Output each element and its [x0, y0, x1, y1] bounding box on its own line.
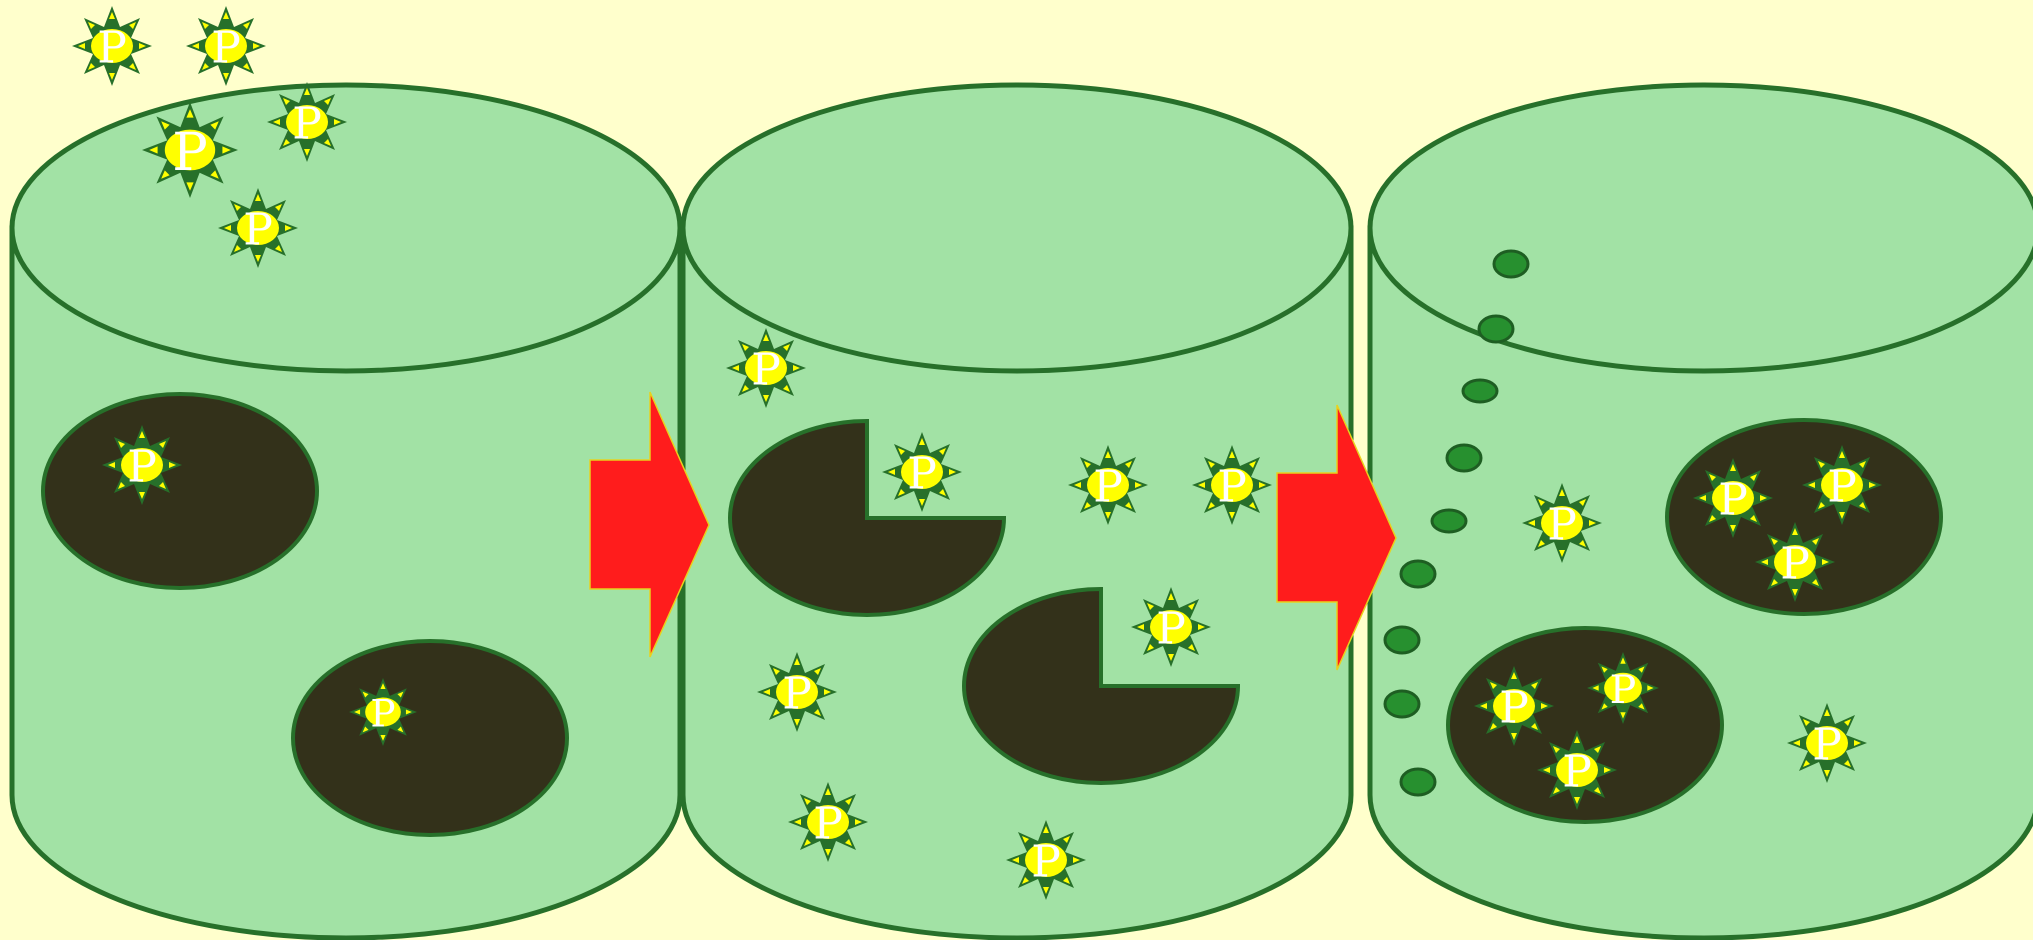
green-dot-icon [1479, 316, 1513, 342]
particle-label: P [751, 345, 781, 396]
spiky-star-particle-icon: P [267, 82, 347, 162]
particle-label: P [127, 442, 157, 493]
spiky-star-particle-icon: P [1693, 458, 1773, 538]
particle-label: P [1827, 462, 1857, 513]
particle-label: P [1812, 720, 1842, 771]
particle-label: P [1780, 539, 1810, 590]
particle-label: P [1093, 462, 1123, 513]
particle-label: P [1610, 667, 1637, 713]
green-dot-icon [1385, 691, 1419, 717]
spiky-star-particle-icon: P [1522, 483, 1602, 563]
green-dot-icon [1432, 510, 1466, 532]
spiky-star-particle-icon: P [788, 782, 868, 862]
spiky-star-particle-icon: P [757, 652, 837, 732]
cell-ellipse [43, 394, 317, 588]
particle-label: P [907, 449, 937, 500]
green-dot-icon [1401, 769, 1435, 795]
spiky-star-particle-icon: P [1006, 820, 1086, 900]
particle-label: P [172, 122, 208, 183]
particle-label: P [1156, 604, 1186, 655]
spiky-star-particle-icon: P [1537, 730, 1617, 810]
spiky-star-particle-icon: P [218, 188, 298, 268]
green-dot-icon [1401, 561, 1435, 587]
spiky-star-particle-icon: P [726, 328, 806, 408]
spiky-star-particle-icon: P [1802, 445, 1882, 525]
spiky-star-particle-icon: P [1192, 445, 1272, 525]
container-top [683, 85, 1351, 371]
spiky-star-particle-icon: P [349, 678, 417, 746]
particle-label: P [1217, 462, 1247, 513]
spiky-star-particle-icon: P [1787, 703, 1867, 783]
particle-label: P [292, 99, 322, 150]
cell-ellipse [293, 641, 567, 835]
spiky-star-particle-icon: P [102, 425, 182, 505]
particle-label: P [370, 692, 395, 736]
particle-label: P [243, 205, 273, 256]
container-top [1370, 85, 2033, 371]
spiky-star-particle-icon: P [72, 6, 152, 86]
particle-label: P [1562, 747, 1592, 798]
particle-label: P [782, 669, 812, 720]
particle-label: P [1718, 475, 1748, 526]
spiky-star-particle-icon: P [1474, 666, 1554, 746]
green-dot-icon [1463, 380, 1497, 402]
spiky-star-particle-icon: P [1068, 445, 1148, 525]
container-top [12, 85, 680, 371]
particle-label: P [211, 23, 241, 74]
spiky-star-particle-icon: P [882, 432, 962, 512]
particle-label: P [1499, 683, 1529, 734]
green-dot-icon [1447, 445, 1481, 471]
spiky-star-particle-icon: P [1131, 587, 1211, 667]
particle-label: P [97, 23, 127, 74]
particle-label: P [813, 799, 843, 850]
green-dot-icon [1385, 627, 1419, 653]
spiky-star-particle-icon: P [186, 6, 266, 86]
green-dot-icon [1494, 251, 1528, 277]
particle-label: P [1031, 837, 1061, 888]
particle-label: P [1547, 500, 1577, 551]
spiky-star-particle-icon: P [1755, 522, 1835, 602]
